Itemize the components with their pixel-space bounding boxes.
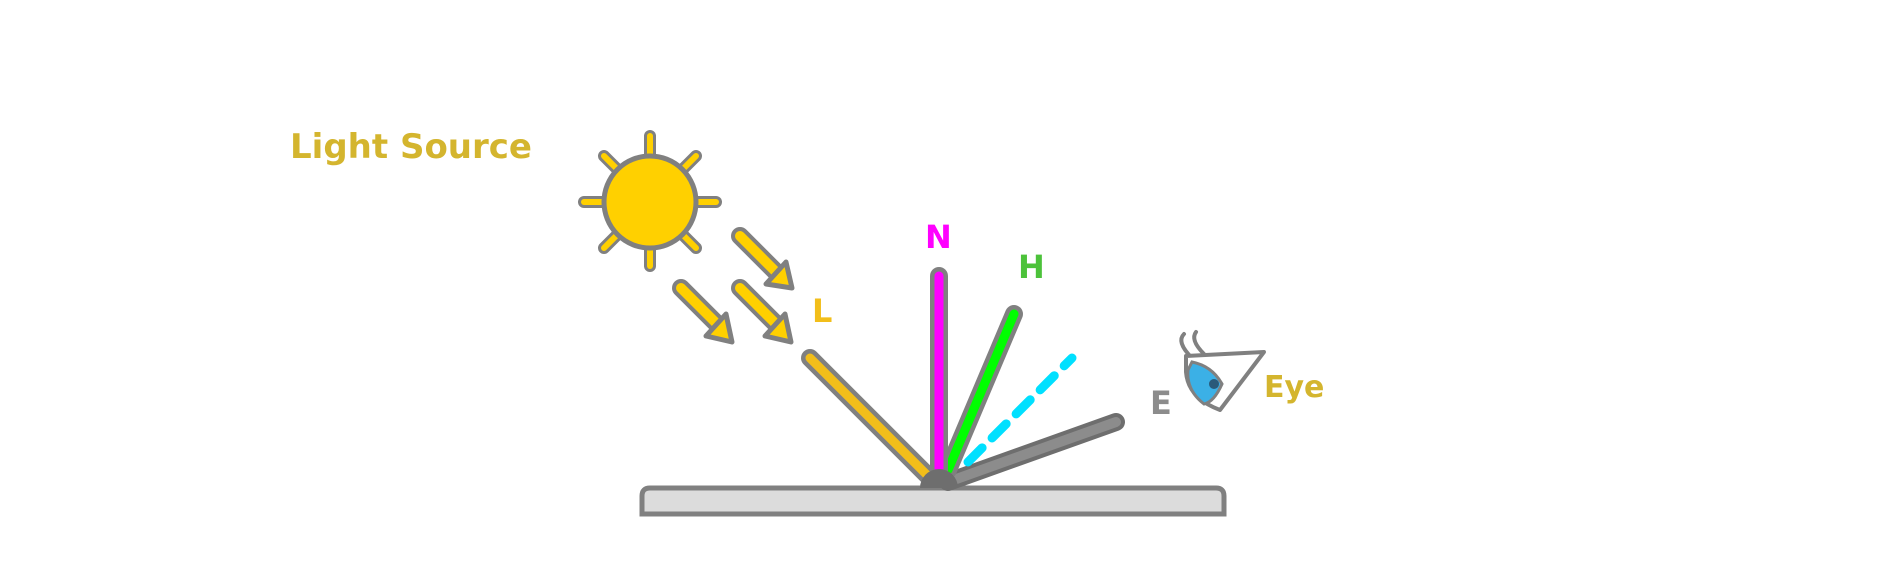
light-vector-label: L	[812, 292, 832, 330]
vector-origin	[920, 469, 958, 488]
light-vector	[801, 349, 939, 487]
reflection-vector	[963, 353, 1077, 467]
halfway-vector	[939, 305, 1023, 479]
eye-label: Eye	[1264, 370, 1324, 405]
surface	[639, 485, 1227, 517]
light-ray-arrows	[672, 227, 795, 345]
eye-vector	[939, 413, 1125, 491]
light-source-label: Light Source	[290, 127, 532, 167]
light-ray-arrow	[731, 227, 795, 291]
light-ray-arrow	[672, 279, 735, 345]
sun-icon	[578, 130, 722, 272]
eye-icon	[1179, 330, 1266, 412]
halfway-vector-label: H	[1018, 248, 1045, 286]
light-ray-arrow	[731, 279, 794, 345]
normal-vector-label: N	[925, 218, 952, 256]
eye-vector-label: E	[1150, 384, 1172, 422]
